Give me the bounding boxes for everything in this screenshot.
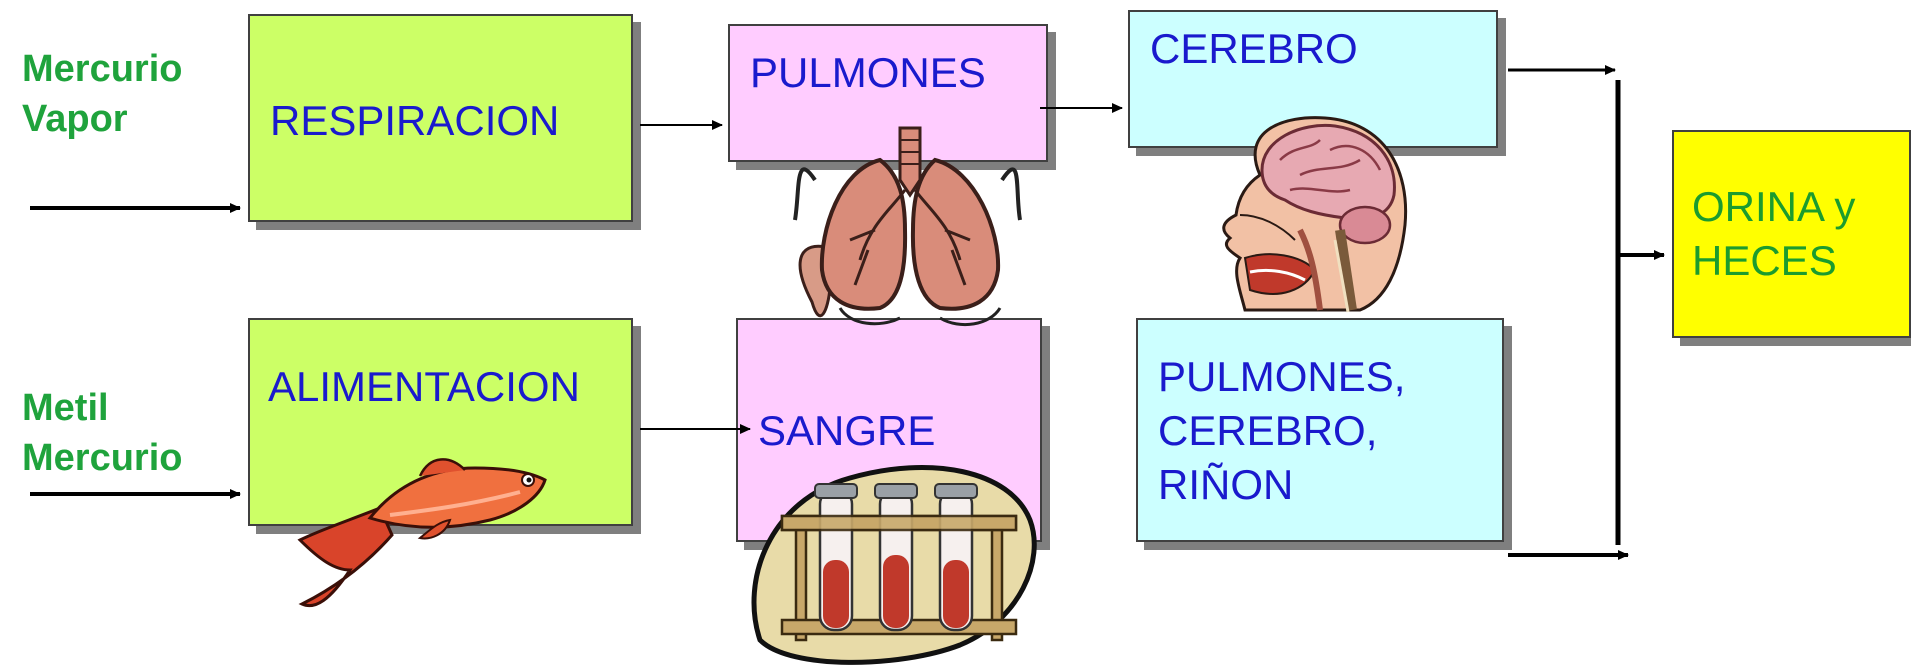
lungs-icon [795,128,1020,325]
fish-icon [300,459,545,605]
brain-head-icon [1224,118,1406,312]
test-tubes-icon [754,467,1034,662]
